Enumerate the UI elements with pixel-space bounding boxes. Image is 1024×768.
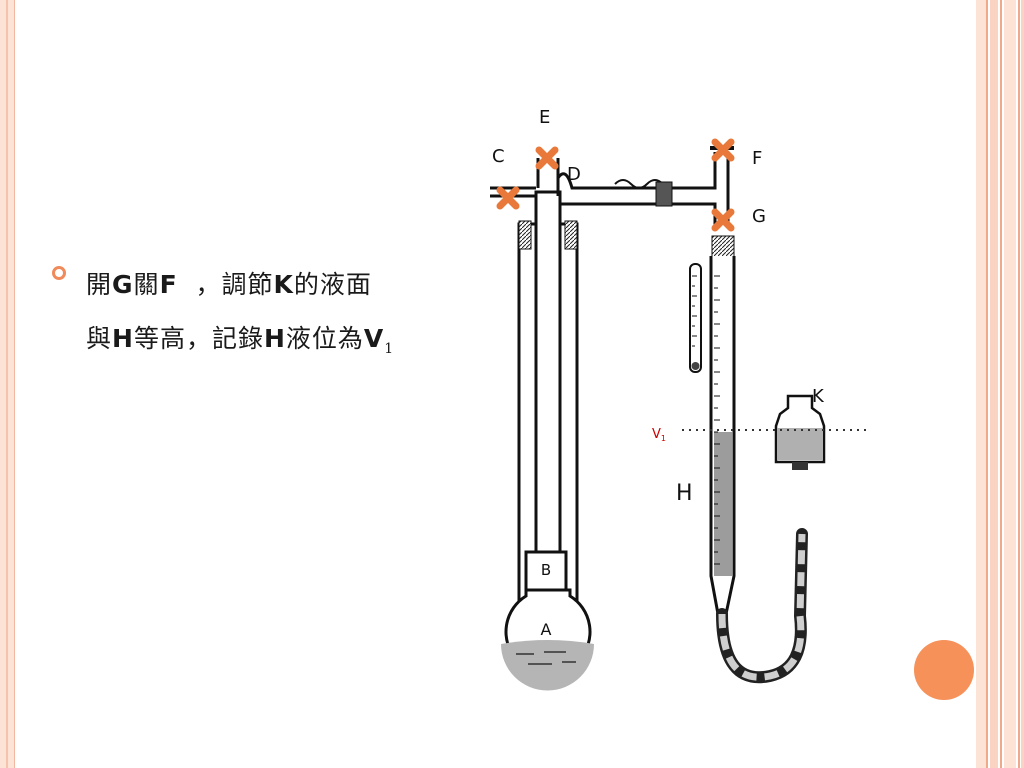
- bullet-marker-icon: [52, 266, 66, 280]
- label-c: C: [492, 146, 505, 167]
- valve-f-close-icon: [711, 138, 735, 162]
- right-decorative-border: [976, 0, 1024, 768]
- bullet-text: 開G關F ，調節K的液面 與H等高，記錄H液位為V1: [86, 258, 506, 376]
- label-e: E: [539, 107, 550, 128]
- valve-e-close-icon: [535, 146, 559, 170]
- label-d: D: [567, 164, 581, 185]
- label-g: G: [752, 206, 766, 227]
- bold-letter-v: V: [363, 324, 385, 353]
- bullet-line-1: 開G關F ，調節K的液面: [86, 258, 506, 312]
- bold-letter-h: H: [112, 324, 134, 353]
- burette-stopper: [711, 235, 735, 259]
- valve-c-close-icon: [496, 186, 520, 210]
- flask-liquid: [501, 640, 594, 691]
- gas-apparatus-diagram: B A K H V1 E C D F: [490, 107, 870, 691]
- liquid-ripples: [516, 651, 576, 665]
- valve-g-close-icon: [711, 208, 735, 232]
- right-stripe-3: [990, 0, 998, 768]
- bullet-line-2: 與H等高，記錄H液位為V1: [86, 312, 506, 376]
- stopper-right: [564, 220, 578, 250]
- stopper-left: [518, 220, 532, 250]
- inner-tube: [534, 190, 562, 554]
- left-border-line: [6, 0, 8, 768]
- label-k: K: [812, 386, 825, 407]
- right-stripe-4: [1000, 0, 1002, 768]
- right-stripe-6: [1018, 0, 1020, 768]
- text-segment: 開: [86, 270, 113, 299]
- joint-clamp: [655, 181, 673, 207]
- bold-letter-h: H: [263, 324, 286, 353]
- thermometer: [689, 263, 702, 373]
- burette-graduations: [714, 275, 720, 565]
- right-stripe-7: [1021, 0, 1024, 768]
- subscript-1: 1: [384, 341, 395, 357]
- label-b: B: [541, 561, 551, 579]
- valve-markers: [496, 138, 735, 232]
- text-segment: 液位為: [285, 324, 364, 353]
- diagram-labels: E C D F G: [492, 107, 766, 227]
- label-v1: V1: [652, 427, 666, 443]
- text-segment: 關: [133, 270, 160, 299]
- rubber-hose-pattern: [718, 533, 806, 681]
- bold-letter-f: F: [159, 270, 178, 299]
- bulb-b: [524, 550, 568, 592]
- decorative-circle: [914, 640, 974, 700]
- label-v1-sub: 1: [661, 434, 666, 443]
- left-apparatus: B A: [490, 158, 620, 691]
- thermometer-bulb: [691, 362, 700, 370]
- label-a: A: [541, 620, 552, 639]
- tube-joint: [614, 179, 664, 189]
- label-v1-letter: V: [652, 427, 661, 442]
- left-decorative-border: [0, 0, 15, 768]
- connector-d: [556, 172, 620, 206]
- bold-letter-k: K: [273, 270, 294, 299]
- reservoir-liquid: [777, 428, 823, 460]
- label-h: H: [676, 481, 693, 506]
- text-segment: 與: [86, 324, 113, 353]
- text-segment: ，調節: [177, 270, 274, 299]
- right-stripe-2: [986, 0, 988, 768]
- right-stripe-5: [1004, 0, 1016, 768]
- connecting-tube: [614, 146, 734, 226]
- text-segment: 等高，記錄: [133, 324, 264, 353]
- label-f: F: [752, 148, 762, 169]
- right-stripe-1: [976, 0, 986, 768]
- text-segment: 的液面: [293, 270, 372, 299]
- bold-letter-g: G: [112, 270, 134, 299]
- thermometer-scale: [692, 275, 697, 347]
- reservoir-outlet: [792, 462, 808, 470]
- slide-content: 開G關F ，調節K的液面 與H等高，記錄H液位為V1: [14, 0, 976, 768]
- right-apparatus: K H V1: [652, 235, 870, 684]
